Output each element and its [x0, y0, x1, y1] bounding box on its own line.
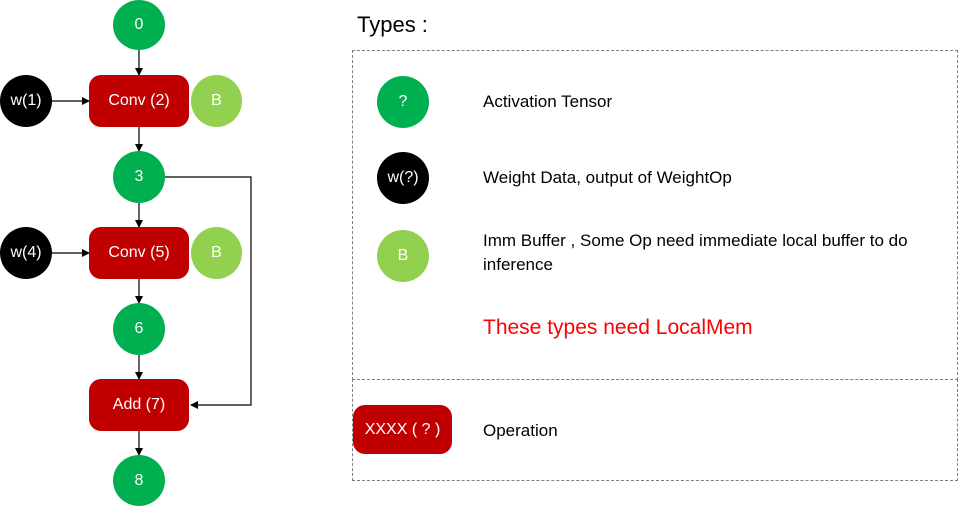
- activation-node-6: 6: [113, 303, 165, 355]
- legend-buffer-label: Imm Buffer , Some Op need immediate loca…: [483, 231, 908, 274]
- activation-node-8: 8: [113, 455, 165, 506]
- op-conv-5: Conv (5): [89, 227, 189, 279]
- buffer-node-b1: B: [191, 75, 242, 127]
- legend-activation-symbol: ?: [377, 76, 429, 128]
- activation-node-0: 0: [113, 0, 165, 50]
- buffer-node-b2: B: [191, 227, 242, 279]
- legend-buffer-symbol: B: [377, 230, 429, 282]
- activation-node-3: 3: [113, 151, 165, 203]
- legend-localmem-note: These types need LocalMem: [483, 316, 753, 339]
- legend-weight-label: Weight Data, output of WeightOp: [483, 168, 732, 187]
- legend-operation-label: Operation: [483, 421, 558, 440]
- op-add-7: Add (7): [89, 379, 189, 431]
- op-conv-2: Conv (2): [89, 75, 189, 127]
- legend-title: Types :: [357, 12, 428, 37]
- edge-3-add7-skip: [164, 176, 252, 409]
- weight-node-w1: w(1): [0, 75, 52, 127]
- legend-operation-symbol: XXXX ( ? ): [353, 405, 452, 454]
- weight-node-w4: w(4): [0, 227, 52, 279]
- legend-weight-symbol: w(?): [377, 152, 429, 204]
- legend-activation-label: Activation Tensor: [483, 92, 613, 111]
